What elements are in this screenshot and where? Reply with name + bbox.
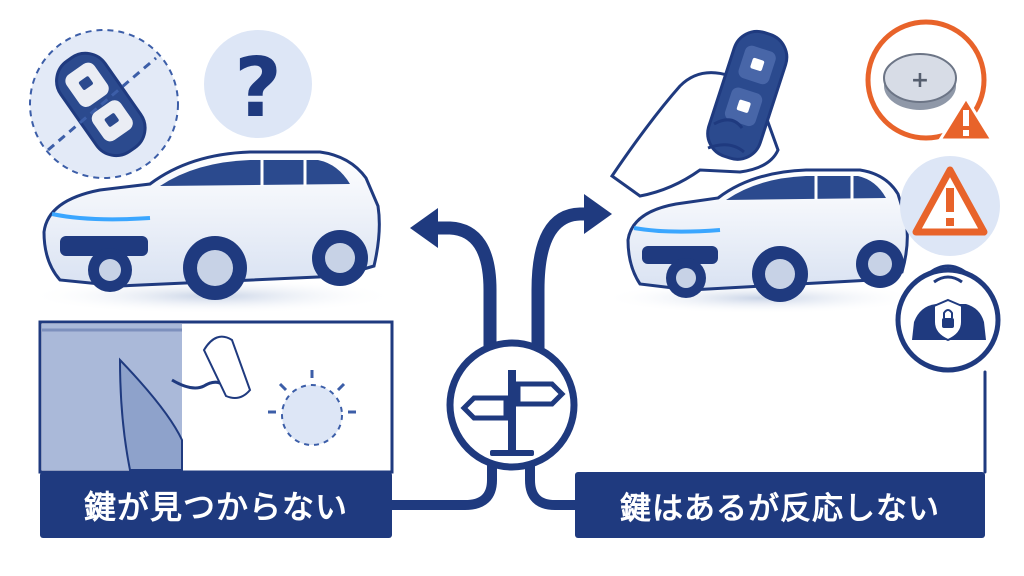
svg-text:+: + (911, 68, 929, 93)
arrow-left-icon (410, 208, 438, 248)
car-icon (602, 168, 922, 314)
branch-connectors (387, 207, 987, 510)
signpost-icon (446, 339, 578, 471)
arrow-right-icon (584, 194, 612, 234)
label-key-no-response: 鍵はあるが反応しない (575, 472, 985, 538)
car-icon (27, 150, 397, 314)
label-key-not-found: 鍵が見つからない (40, 472, 392, 538)
key-fob-icon (29, 29, 179, 179)
key-fob-in-hand-icon (609, 29, 789, 198)
coin-battery-warning-icon: + (865, 19, 995, 142)
car-security-lock-icon (895, 264, 1001, 373)
empty-pocket-icon (38, 320, 394, 474)
arrow-heads (410, 194, 612, 248)
question-mark-icon: ? (204, 30, 312, 138)
warning-icon (900, 156, 1000, 256)
svg-text:?: ? (234, 41, 282, 136)
